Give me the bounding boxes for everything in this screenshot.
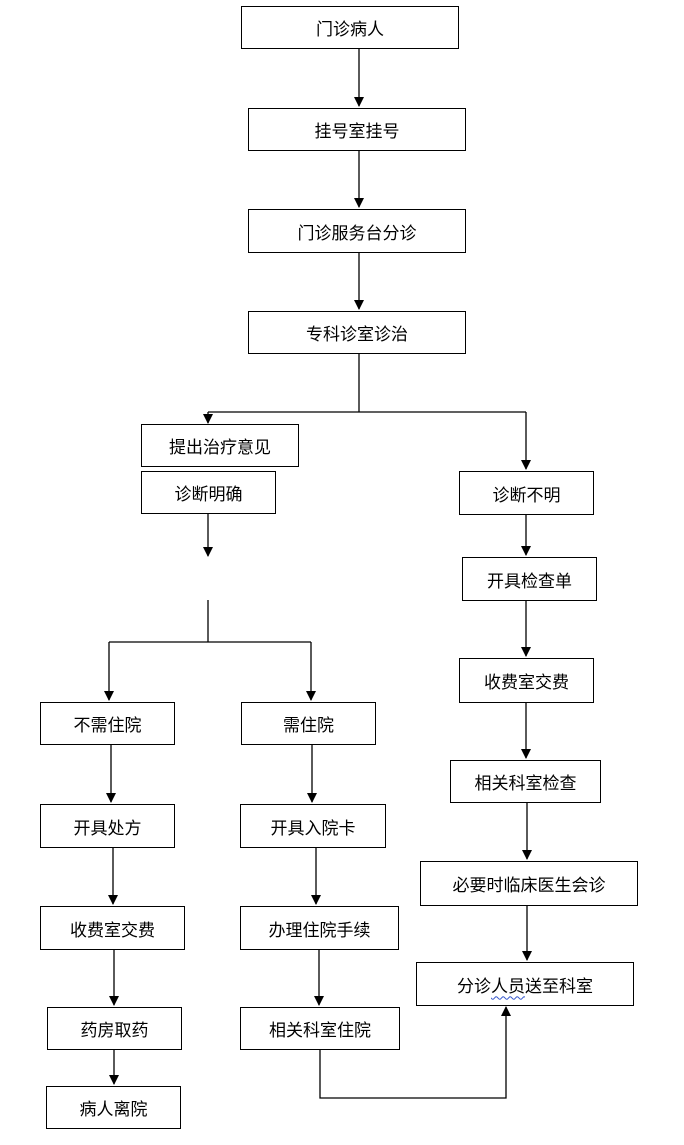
node-diagnosis-clear-label: 诊断明确 bbox=[174, 485, 243, 505]
node-escort-label: 分诊人员送至科室 bbox=[457, 972, 593, 997]
node-pay-right: 收费室交费 bbox=[459, 658, 594, 703]
node-outpatient: 门诊病人 bbox=[241, 6, 459, 49]
node-need-admission: 需住院 bbox=[241, 702, 376, 745]
node-leave-label: 病人离院 bbox=[79, 1100, 148, 1120]
node-prescription-label: 开具处方 bbox=[73, 818, 142, 839]
node-dept-exam-label: 相关科室检查 bbox=[474, 774, 577, 794]
node-prescription: 开具处方 bbox=[40, 804, 175, 848]
node-admission-card: 开具入院卡 bbox=[240, 804, 386, 848]
node-pharmacy-label: 药房取药 bbox=[80, 1021, 149, 1041]
node-pharmacy: 药房取药 bbox=[47, 1007, 182, 1050]
node-no-admission-label: 不需住院 bbox=[73, 716, 142, 736]
node-consultation: 必要时临床医生会诊 bbox=[420, 861, 638, 906]
node-pay-right-label: 收费室交费 bbox=[484, 673, 569, 693]
node-diagnosis-unclear-label: 诊断不明 bbox=[492, 485, 561, 506]
node-triage-desk: 门诊服务台分诊 bbox=[248, 209, 466, 253]
node-exam-order: 开具检查单 bbox=[462, 557, 597, 601]
node-admission-card-label: 开具入院卡 bbox=[270, 818, 356, 839]
node-escort-underlined: 人员 bbox=[491, 976, 525, 997]
node-escort-prefix: 分诊 bbox=[457, 976, 491, 997]
node-pay-left: 收费室交费 bbox=[40, 906, 185, 950]
node-escort-suffix: 送至科室 bbox=[525, 976, 593, 997]
node-registration: 挂号室挂号 bbox=[248, 108, 466, 151]
node-consultation-label: 必要时临床医生会诊 bbox=[452, 876, 606, 896]
node-registration-label: 挂号室挂号 bbox=[314, 122, 400, 142]
node-triage-desk-label: 门诊服务台分诊 bbox=[297, 223, 417, 244]
node-outpatient-label: 门诊病人 bbox=[316, 20, 384, 40]
node-leave: 病人离院 bbox=[46, 1086, 181, 1129]
node-specialist-label: 专科诊室诊治 bbox=[306, 325, 408, 345]
node-admission-procedure-label: 办理住院手续 bbox=[268, 920, 371, 941]
node-dept-admission-label: 相关科室住院 bbox=[269, 1021, 371, 1041]
node-escort: 分诊人员送至科室 bbox=[416, 962, 634, 1006]
node-exam-order-label: 开具检查单 bbox=[487, 571, 572, 592]
node-opinion-label: 提出治疗意见 bbox=[169, 438, 271, 458]
node-need-admission-label: 需住院 bbox=[283, 716, 334, 736]
node-dept-exam: 相关科室检查 bbox=[450, 760, 601, 803]
node-admission-procedure: 办理住院手续 bbox=[240, 906, 399, 950]
node-opinion: 提出治疗意见 bbox=[141, 424, 299, 467]
node-diagnosis-unclear: 诊断不明 bbox=[459, 471, 594, 515]
node-pay-left-label: 收费室交费 bbox=[70, 920, 155, 941]
node-dept-admission: 相关科室住院 bbox=[240, 1007, 400, 1050]
node-diagnosis-clear: 诊断明确 bbox=[141, 471, 276, 514]
node-specialist: 专科诊室诊治 bbox=[248, 311, 466, 354]
node-no-admission: 不需住院 bbox=[40, 702, 175, 745]
arrow-dept-admission-to-escort bbox=[319, 1006, 511, 1099]
